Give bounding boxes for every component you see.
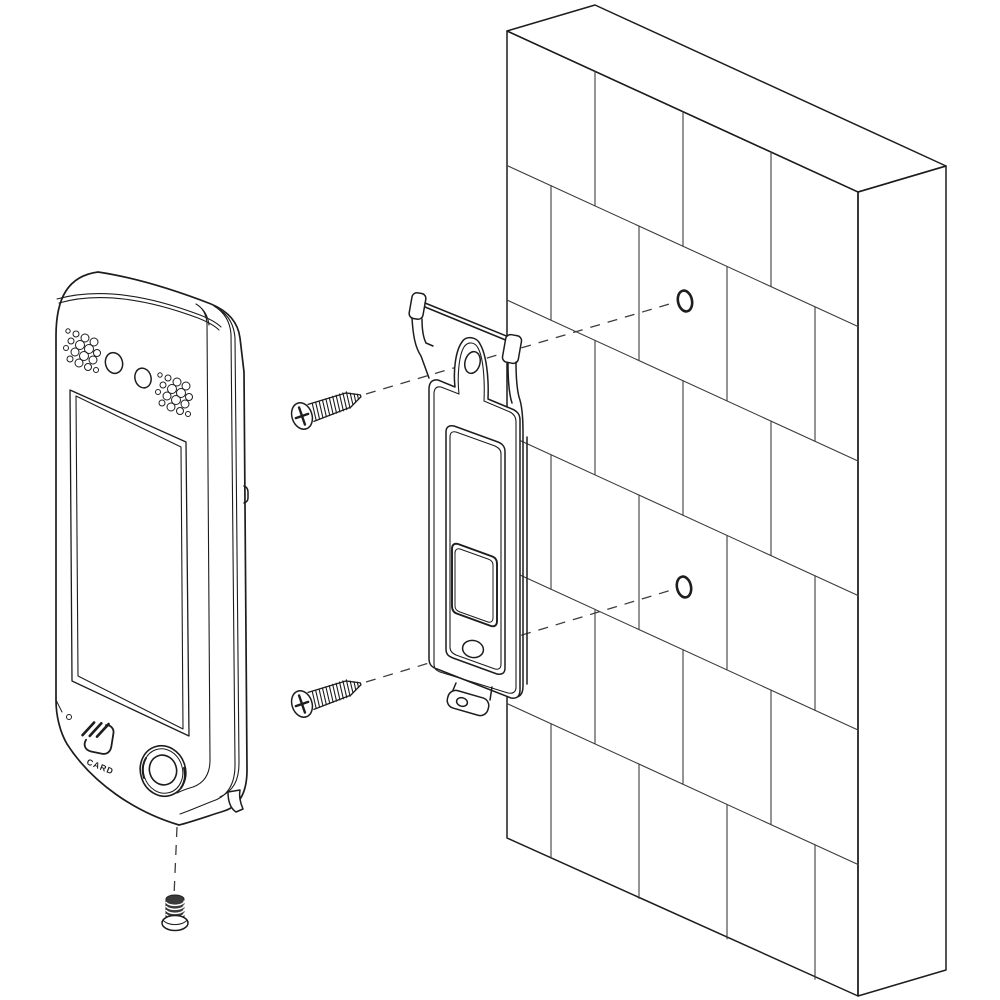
foot-tab-hole (455, 696, 469, 708)
circular-lens (139, 744, 187, 798)
keyhole-slot (464, 350, 481, 375)
bracket-bend-line (433, 342, 517, 694)
device-bottom-foot (227, 789, 244, 813)
device-edge-tick (55, 699, 63, 713)
brick-wall (506, 4, 947, 997)
status-led (66, 714, 72, 720)
speaker-grille-right-icon (155, 372, 193, 417)
device-top-band (56, 293, 222, 331)
front-camera-lower-icon (134, 367, 152, 389)
brick-joint-lines (550, 70, 816, 980)
screw-threads (311, 679, 359, 709)
mounting-screw-upper (290, 391, 362, 430)
access-control-terminal: CARD (55, 271, 249, 826)
wall-side-face (857, 165, 947, 997)
bracket-foot-tab (446, 682, 493, 717)
bracket-inner-panel-line (449, 431, 502, 670)
hook-tab-right (501, 333, 528, 698)
screw-head-rim (162, 919, 188, 926)
mounting-bracket (408, 292, 528, 717)
front-camera-upper-icon (104, 351, 124, 375)
mounting-screw-lower (290, 679, 362, 718)
phillips-cross-icon (294, 694, 310, 714)
device-side-ridges (179, 305, 240, 815)
phillips-cross-icon (294, 406, 310, 426)
bracket-inner-panel (445, 425, 506, 675)
screw-shaft (165, 894, 185, 919)
device-body (55, 271, 248, 826)
side-button (243, 485, 249, 504)
wall-top-face (506, 4, 947, 193)
cable-cutout (451, 542, 498, 628)
speaker-grille-left-icon (63, 328, 101, 373)
wall-drill-hole-upper (676, 289, 694, 313)
touchscreen (69, 389, 190, 737)
screw-threads (165, 900, 185, 919)
bottom-locking-screw (161, 894, 189, 932)
wall-drill-hole-lower (675, 575, 693, 599)
screw-head (161, 914, 189, 932)
cable-cutout-inner-line (454, 548, 494, 623)
bracket-top-edge (424, 302, 510, 342)
bracket-screw-hole (461, 639, 485, 659)
screw-threads (311, 391, 359, 421)
alignment-line-bottom-screw (173, 826, 178, 897)
hook-tab-left (408, 292, 434, 379)
